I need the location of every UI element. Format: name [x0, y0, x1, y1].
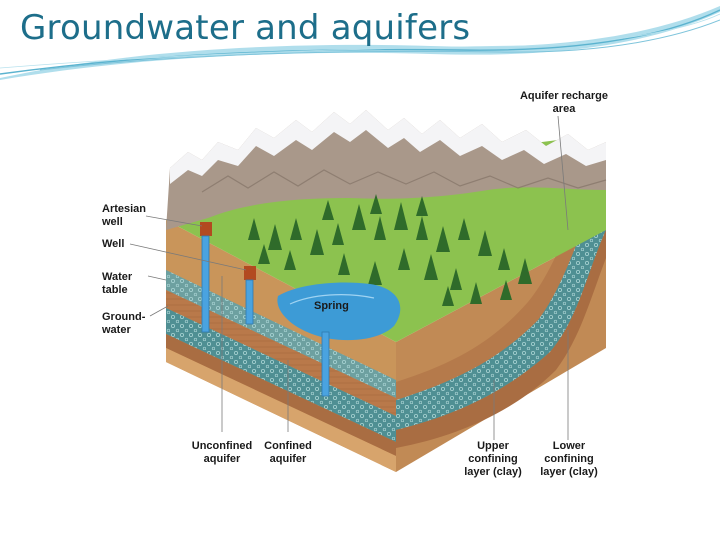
label-well: Well	[102, 238, 125, 250]
label-confined-aquifer: Confined aquifer	[264, 440, 312, 465]
shallow-well	[244, 266, 256, 325]
header-swoosh	[0, 6, 720, 80]
leader-lines	[129, 115, 569, 440]
front-lower-clay	[166, 334, 396, 456]
forest	[248, 194, 532, 306]
label-water-table: Water table	[102, 271, 133, 296]
label-artesian-well: Artesian well	[102, 203, 147, 228]
artesian-well	[200, 222, 212, 333]
mountain-snow	[170, 110, 606, 184]
front-bottom-soil	[166, 348, 396, 472]
label-spring: Spring	[314, 300, 349, 312]
label-groundwater: Ground- water	[102, 311, 146, 336]
right-clay-band	[396, 230, 606, 448]
front-upper-clay	[166, 290, 396, 416]
label-unconfined-aquifer: Unconfined aquifer	[191, 440, 253, 465]
label-aquifer-recharge-area: Aquifer recharge area	[519, 90, 609, 115]
label-upper-confining-layer: Upper confining layer (clay)	[464, 440, 522, 478]
aquifer-diagram: Aquifer recharge area Artesian well Well…	[98, 80, 620, 484]
right-clay-band-upper	[396, 178, 603, 400]
block-diagram-illustration	[129, 110, 607, 472]
spring-pipe	[321, 331, 330, 397]
slide-title: Groundwater and aquifers	[20, 8, 471, 48]
label-lower-confining-layer: Lower confining layer (clay)	[540, 440, 598, 478]
